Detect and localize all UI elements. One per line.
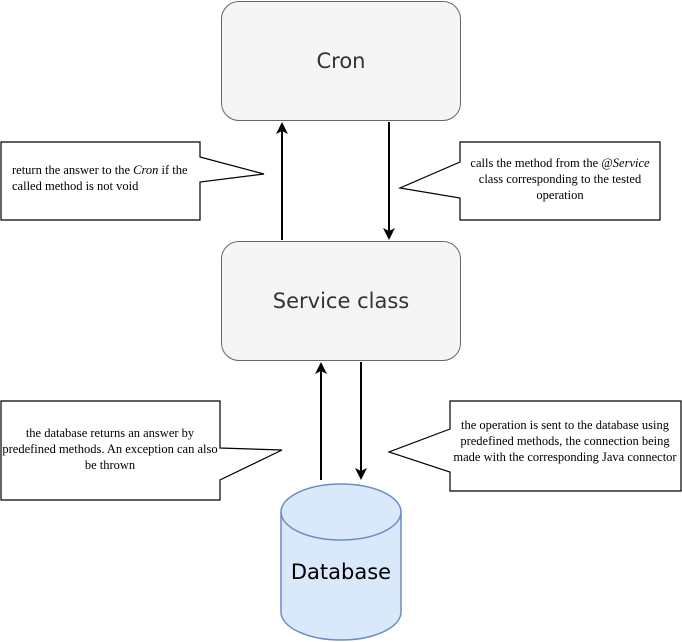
cron-node: Cron [221,1,461,121]
note-calls-method-italic: @Service [601,156,650,170]
note-return-to-cron-italic: Cron [133,163,159,177]
callout-calls-method [397,141,661,221]
note-calls-method-text-before: calls the method from the [470,156,602,170]
note-return-to-cron: return the answer to the Cron if the cal… [6,162,198,194]
note-operation-sent: the operation is sent to the database us… [453,418,677,464]
database-cylinder [280,483,402,641]
database-label: Database [290,560,392,584]
note-return-to-cron-text-after: if the called method is not void [12,163,188,193]
note-calls-method: calls the method from the @Service class… [462,155,658,203]
cron-label: Cron [316,49,366,73]
callout-operation-sent [387,400,682,492]
note-calls-method-text-after: class corresponding to the tested operat… [478,172,642,202]
callout-db-returns [0,400,283,501]
service-class-label: Service class [272,289,410,313]
callout-return-to-cron [0,141,265,221]
service-class-node: Service class [221,241,461,361]
note-db-returns: the database returns an answer by predef… [2,426,218,472]
note-return-to-cron-text-before: return the answer to the [12,163,134,177]
